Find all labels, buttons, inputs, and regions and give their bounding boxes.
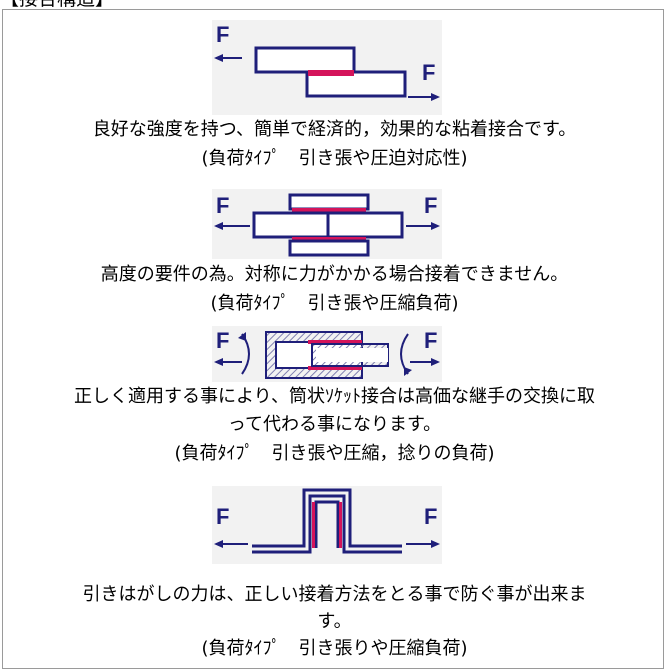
force-label-right: F <box>424 504 437 529</box>
single-lap-joint-figure: F F <box>212 20 442 115</box>
section-1-load-type: (負荷ﾀｲﾌﾟ 引き張や圧迫対応性) <box>201 148 468 169</box>
force-label-left: F <box>216 328 229 353</box>
tubular-socket-joint-figure: F F <box>212 326 442 382</box>
section-3-load-type: (負荷ﾀｲﾌﾟ 引き張や圧縮，捻りの負荷) <box>174 443 495 464</box>
section-2-load-type: (負荷ﾀｲﾌﾟ 引き張や圧縮負荷) <box>210 293 459 314</box>
force-label-left: F <box>216 193 229 218</box>
section-4-description-line-1: 引きはがしの力は、正しい接着方法をとる事で防ぐ事が出来ま <box>82 584 587 605</box>
adhesive-layer <box>308 70 354 76</box>
force-label-right: F <box>424 328 437 353</box>
force-label-right: F <box>424 193 437 218</box>
section-heading: 【接合構造】 <box>0 0 114 11</box>
section-1-description: 良好な強度を持つ、簡単で経済的，効果的な粘着接合です。 <box>92 119 577 140</box>
section-4-load-type: (負荷ﾀｲﾌﾟ 引き張りや圧縮負荷) <box>201 638 468 659</box>
adhesive-layer-top <box>292 208 366 213</box>
double-strap-joint-figure: F F <box>212 189 442 259</box>
force-label-left: F <box>216 22 229 47</box>
section-3-description-line-2: って代わる事になります。 <box>227 414 442 435</box>
force-label-right: F <box>422 60 435 85</box>
force-label-left: F <box>216 504 229 529</box>
section-2-description: 高度の要件の為。対称に力がかかる場合接着できません。 <box>100 264 569 285</box>
section-3-description-line-1: 正しく適用する事により、筒状ｿｹｯﾄ接合は高価な継手の交換に取 <box>74 386 595 407</box>
section-4-description-line-2: す。 <box>317 611 352 632</box>
peel-joint-figure: F F <box>212 486 442 564</box>
